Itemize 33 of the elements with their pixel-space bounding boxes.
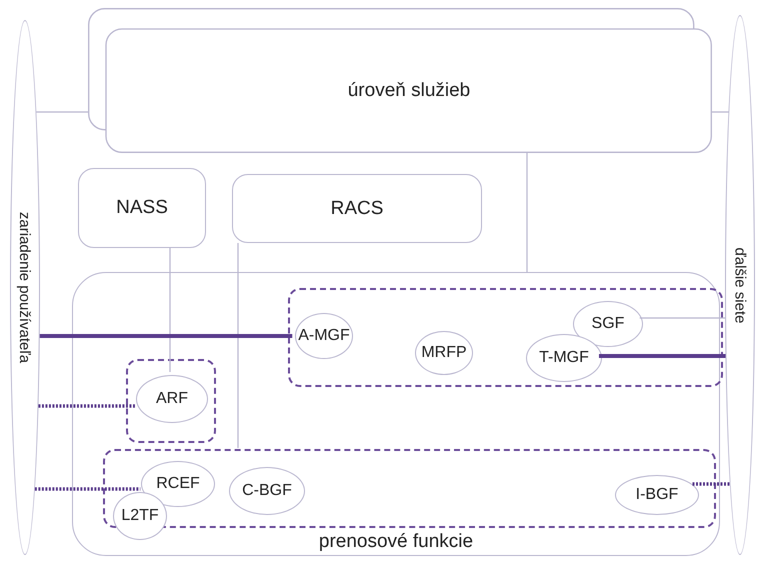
node-label: RCEF [156,475,200,493]
connector-line [237,243,239,448]
transport-box [72,272,720,556]
node-label: zariadenie používateľa [16,212,34,364]
connector-line [36,111,88,113]
dashed-group [288,288,723,387]
node-label: prenosové funkcie [318,531,474,553]
nass-box [78,168,206,248]
connector-line [169,248,171,372]
connector-line [598,354,726,358]
connector-line [640,317,726,319]
node-label: T-MGF [539,349,589,367]
dotted-link [34,487,140,491]
dotted-link [38,404,136,408]
node-label: NASS [116,197,168,219]
connector-line [526,153,528,272]
node-label: SGF [592,315,624,333]
node-label: I-BGF [636,486,678,504]
node-label: A-MGF [298,327,350,345]
connector-line [712,111,728,113]
function-ellipse [113,492,167,540]
node-label: MRFP [421,344,467,362]
node-label: RACS [330,198,384,220]
dotted-link [692,482,730,486]
connector-line [40,334,292,338]
racs-box [232,174,482,243]
node-label: L2TF [121,507,159,525]
function-ellipse [615,475,699,515]
node-label: C-BGF [242,482,292,500]
node-label: ARF [156,390,188,408]
node-label: úroveň služieb [348,80,470,102]
node-label: ďalšie siete [732,247,748,323]
dashed-group [126,359,216,443]
